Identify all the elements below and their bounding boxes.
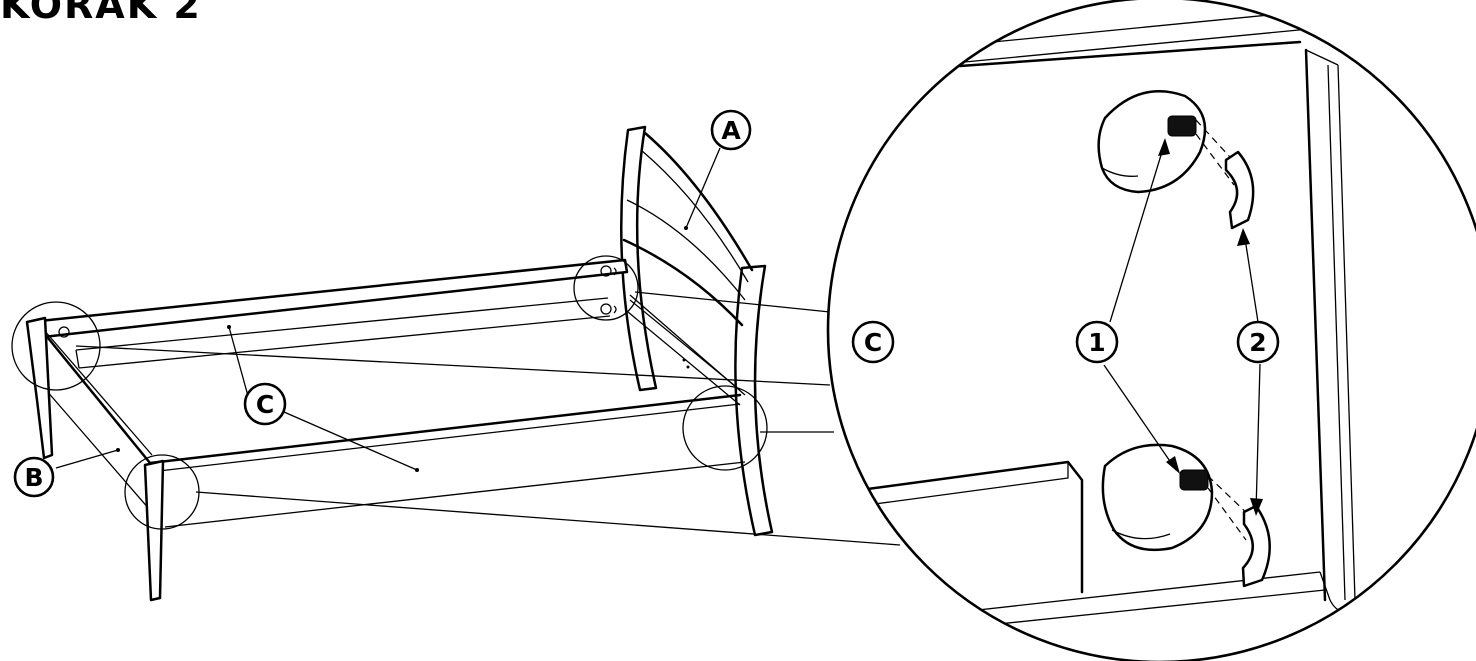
headboard-panel-top-inner (640, 149, 749, 283)
leader-line-B (55, 449, 119, 469)
detail-post-edge (1305, 49, 1339, 66)
bolt-head-upper (600, 265, 612, 277)
leader-arrow-2-lower (1255, 363, 1261, 513)
bolt-head-foot (58, 326, 70, 338)
bolt-nuts (613, 267, 617, 314)
upper-bracket (1224, 150, 1255, 230)
lower-dowel-disc-edge (1111, 529, 1171, 540)
head-rail-inner (629, 294, 746, 396)
end-rail-top (33, 320, 152, 465)
callout-2: 2 (1236, 320, 1280, 364)
joint-highlight-circle (573, 255, 639, 321)
detail-frame-edge (958, 40, 1302, 68)
lower-threaded-bolt (1179, 469, 1209, 491)
detail-post-edge (1304, 48, 1327, 602)
callout-C-detail: C (851, 320, 895, 364)
joint-highlight-circle (11, 301, 101, 391)
detail-rail-block-inner (859, 462, 1069, 507)
callout-label-1: 1 (1088, 328, 1105, 357)
headboard-panel-joint (626, 199, 746, 301)
foot-right-post (143, 459, 165, 602)
headboard-panel-bottom (622, 238, 744, 327)
callout-label-A: A (721, 116, 741, 145)
arrowhead (1250, 498, 1263, 516)
front-side-rail-bottom (164, 461, 746, 528)
detail-magnifier-circle (826, 0, 1476, 661)
back-rail-inner-edge-2 (78, 315, 611, 369)
back-rail-inner-edge-1 (75, 297, 609, 351)
joint-highlight-circle (682, 385, 768, 471)
leader-line-A (685, 147, 721, 229)
projection-line (75, 345, 831, 386)
lower-connector (1101, 443, 1271, 588)
headboard-right-post (734, 264, 774, 537)
part-dot (686, 365, 690, 369)
callout-label-C-detail: C (864, 328, 882, 357)
lower-bracket (1241, 504, 1271, 588)
arrowhead (1166, 456, 1180, 474)
detail-rail-block (858, 460, 1084, 594)
foot-left-post (25, 316, 54, 460)
end-rail-top-inner (43, 329, 153, 456)
leader-line-C (228, 326, 249, 397)
headboard-panel-top (643, 131, 754, 272)
detail-post-edge (1327, 64, 1346, 601)
headboard (620, 125, 774, 537)
step-title: KORAK 2 (0, 0, 202, 27)
projection-line (195, 491, 901, 546)
projection-line (634, 291, 831, 313)
callout-label-B: B (24, 463, 43, 492)
front-side-rail-top-inner (149, 403, 741, 473)
arrowhead (1237, 228, 1250, 246)
upper-threaded-bolt (1167, 115, 1197, 137)
headboard-left-post (620, 125, 658, 392)
arrowhead (1158, 138, 1170, 156)
end-rail-bottom (45, 389, 151, 511)
detail-rail-bottom (959, 589, 1326, 629)
upper-dowel-disc-edge (1101, 167, 1139, 177)
callout-1: 1 (1075, 320, 1119, 364)
callout-label-C: C (256, 390, 274, 419)
bed-frame (11, 125, 901, 602)
detail-view (826, 0, 1476, 661)
bolt-head-lower (600, 303, 612, 315)
callout-A: A (710, 109, 752, 151)
leader-arrow-2-upper (1243, 231, 1259, 323)
leader-arrow-1-lower (1103, 364, 1177, 471)
leader-line-C (283, 411, 418, 471)
front-side-rail-top (148, 393, 742, 465)
part-dot (682, 358, 686, 362)
callout-B: B (13, 456, 55, 498)
callout-label-2: 2 (1249, 328, 1266, 357)
leader-arrow-1-upper (1109, 141, 1166, 323)
callout-C-frame: C (243, 382, 287, 426)
detail-post-edge (1337, 64, 1356, 601)
back-side-rail-top (28, 258, 629, 340)
upper-connector (1097, 90, 1255, 230)
back-rail-end (75, 349, 80, 369)
